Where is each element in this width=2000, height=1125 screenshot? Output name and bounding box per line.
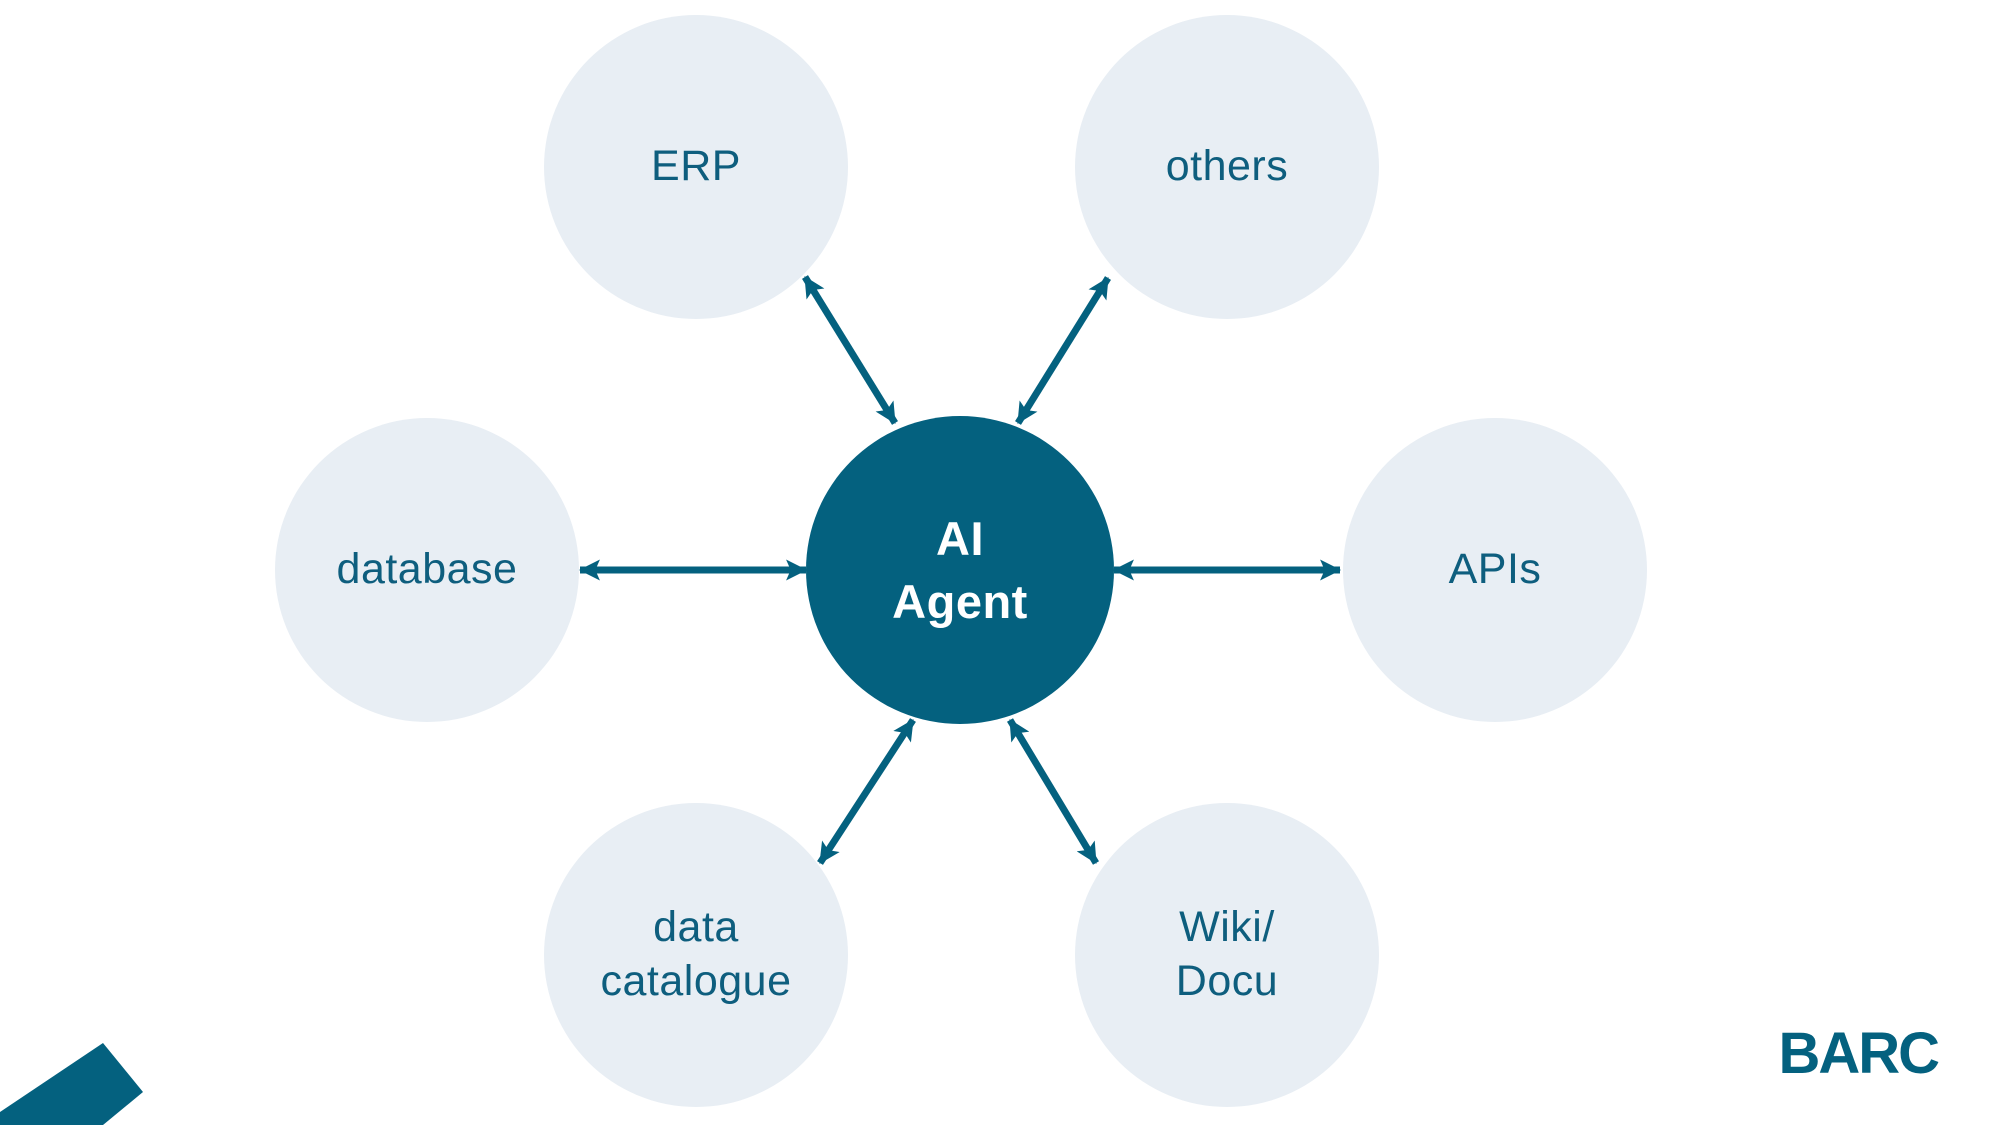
node-database: database (275, 418, 579, 722)
node-erp-label: ERP (651, 142, 741, 191)
node-others-label: others (1165, 142, 1289, 191)
node-database-label: database (336, 545, 518, 594)
node-data-catalogue: data catalogue (544, 803, 848, 1107)
corner-ribbon (0, 1043, 143, 1125)
node-apis: APIs (1343, 418, 1647, 722)
arrow-ai-agent-erp (802, 275, 898, 425)
node-ai-agent: AI Agent (806, 416, 1114, 724)
node-others: others (1075, 15, 1379, 319)
node-erp: ERP (544, 15, 848, 319)
arrow-ai-agent-wiki-docu (1007, 718, 1099, 865)
node-apis-label: APIs (1448, 545, 1542, 594)
arrow-ai-agent-data-catalogue (817, 718, 916, 865)
arrow-ai-agent-others (1015, 276, 1111, 425)
node-wiki-docu-label: Wiki/ Docu (1175, 903, 1279, 1005)
node-data-catalogue-label: data catalogue (600, 903, 792, 1005)
node-wiki-docu: Wiki/ Docu (1075, 803, 1379, 1107)
node-ai-agent-label: AI Agent (892, 511, 1028, 628)
barc-logo: BARC (1778, 1021, 1940, 1086)
